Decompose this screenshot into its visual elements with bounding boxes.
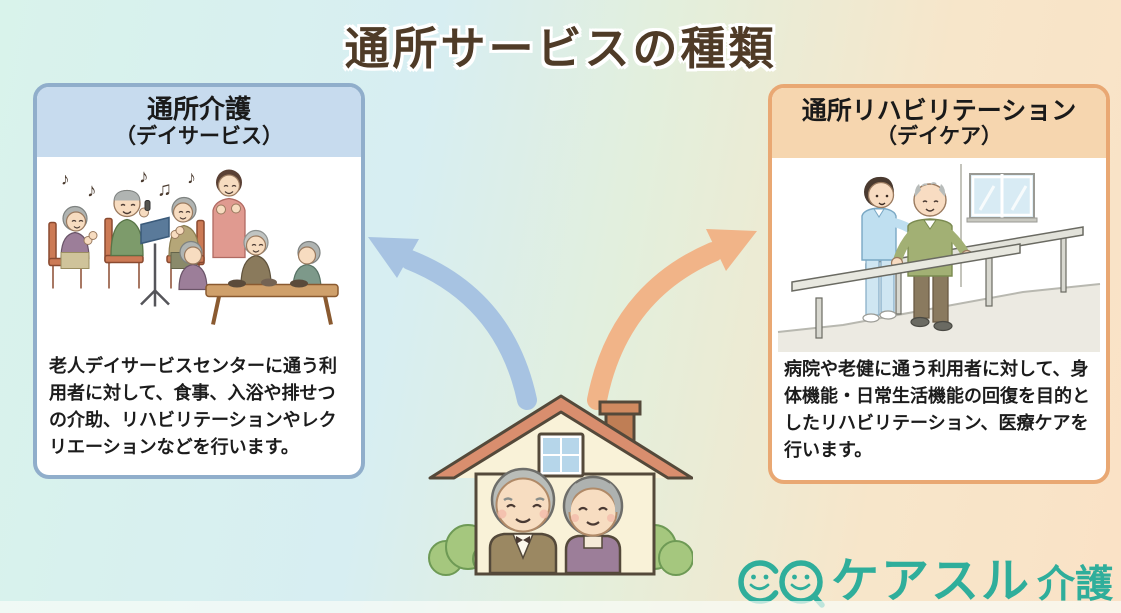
singing-elderly-man xyxy=(110,189,151,257)
bush-right-icon xyxy=(617,524,693,576)
day-service-title: 通所介護 xyxy=(146,93,251,124)
svg-text:♪: ♪ xyxy=(139,167,149,188)
rehabilitation-scene xyxy=(777,164,1101,352)
svg-text:♪: ♪ xyxy=(187,168,196,188)
day-service-header: 通所介護 （デイサービス） xyxy=(37,87,361,157)
house-structure xyxy=(428,394,693,576)
page-title: 通所サービスの種類 xyxy=(344,23,777,74)
music-notes-icon: ♪ ♪ ♪ ♫ ♪ xyxy=(61,167,196,202)
singing-and-dining-scene: ♪ ♪ ♪ ♫ ♪ xyxy=(48,167,339,325)
svg-text:♫: ♫ xyxy=(157,179,172,201)
dining-group xyxy=(178,229,339,325)
brand-logo: ケアスル 介護 xyxy=(737,551,1113,613)
arrow-to-day-care xyxy=(587,229,757,410)
music-stand xyxy=(140,216,170,307)
elderly-patient xyxy=(890,182,974,332)
day-service-illustration: ♪ ♪ ♪ ♫ ♪ xyxy=(41,161,357,347)
home-illustration xyxy=(428,394,693,576)
svg-text:♪: ♪ xyxy=(61,170,70,189)
svg-text:♪: ♪ xyxy=(87,181,97,202)
room-window xyxy=(966,173,1038,223)
day-care-description: 病院や老健に通う利用者に対して、身体機能・日常生活機能の回復を目的としたリハビリ… xyxy=(784,359,1090,460)
seated-elderly-woman-singing xyxy=(60,205,98,269)
bush-left-icon xyxy=(428,524,504,576)
caregiver-clapping xyxy=(212,169,246,259)
day-care-box: 通所リハビリテーション （デイケア） xyxy=(768,84,1110,484)
day-care-subtitle: （デイケア） xyxy=(876,125,1002,149)
logo-suffix: 介護 xyxy=(1036,564,1113,606)
parallel-bar-front xyxy=(791,243,1021,339)
day-care-header: 通所リハビリテーション （デイケア） xyxy=(772,88,1106,158)
logo-text: ケアスル xyxy=(830,555,1031,608)
day-care-illustration xyxy=(776,164,1102,352)
day-care-title: 通所リハビリテーション xyxy=(801,96,1077,125)
elderly-woman xyxy=(562,475,624,575)
elderly-man xyxy=(488,467,558,575)
day-service-description: 老人デイサービスセンターに通う利用者に対して、食事、入浴や排せつの介助、リハビリ… xyxy=(49,356,337,457)
bottom-highlight-strip xyxy=(0,601,1121,613)
day-service-subtitle: （デイサービス） xyxy=(115,124,283,148)
arrow-to-day-service xyxy=(368,237,537,410)
day-service-box: 通所介護 （デイサービス） ♪ ♪ ♪ ♫ ♪ xyxy=(33,83,365,479)
